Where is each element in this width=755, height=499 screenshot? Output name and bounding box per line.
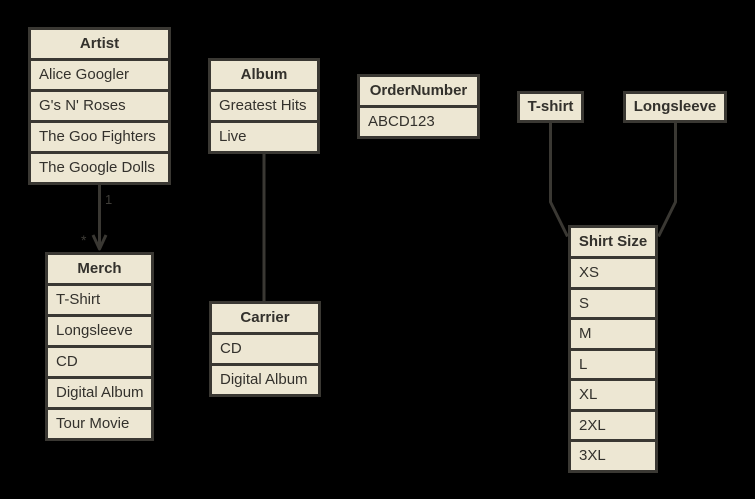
entity-ordernumber-title: OrderNumber [369, 82, 468, 99]
table-row: Alice Googler [31, 58, 168, 89]
entity-album-title: Album [240, 66, 288, 83]
table-row: XL [571, 378, 655, 409]
cardinality-label-one: 1 [105, 192, 112, 207]
node-tshirt-label: T-shirt [527, 98, 574, 115]
table-row: The Goo Fighters [31, 120, 168, 151]
entity-shirt-size-title: Shirt Size [578, 233, 648, 250]
entity-carrier: Carrier CD Digital Album [209, 301, 321, 397]
table-row: L [571, 347, 655, 379]
table-row: G's N' Roses [31, 89, 168, 120]
table-row: 3XL [571, 439, 655, 470]
entity-ordernumber: OrderNumber ABCD123 [357, 74, 480, 139]
table-row: CD [212, 332, 318, 363]
table-row: T-Shirt [48, 283, 151, 314]
table-row: Longsleeve [48, 314, 151, 345]
table-row: 2XL [571, 408, 655, 440]
table-row: Digital Album [212, 363, 318, 394]
table-row: The Google Dolls [31, 151, 168, 182]
entity-merch: Merch T-Shirt Longsleeve CD Digital Albu… [45, 252, 154, 441]
connector-tshirt-shirtsize [549, 123, 569, 238]
table-row: Tour Movie [48, 407, 151, 438]
node-longsleeve: Longsleeve [623, 91, 727, 123]
table-row: M [571, 317, 655, 348]
table-row: S [571, 286, 655, 318]
entity-carrier-title: Carrier [240, 309, 290, 326]
table-row: Digital Album [48, 376, 151, 407]
entity-merch-title: Merch [77, 260, 122, 277]
entity-album: Album Greatest Hits Live [208, 58, 320, 154]
connector-longsleeve-shirtsize [657, 123, 677, 238]
node-tshirt: T-shirt [517, 91, 584, 123]
table-row: Greatest Hits [211, 89, 317, 120]
entity-artist-title: Artist [79, 35, 120, 52]
table-row: XS [571, 256, 655, 287]
entity-artist: Artist Alice Googler G's N' Roses The Go… [28, 27, 171, 185]
node-longsleeve-label: Longsleeve [633, 98, 717, 115]
entity-shirt-size: Shirt Size XS S M L XL 2XL 3XL [568, 225, 658, 473]
arrowhead-down-icon [91, 234, 108, 251]
cardinality-label-many: * [81, 232, 87, 248]
table-row: Live [211, 120, 317, 151]
table-row: CD [48, 345, 151, 376]
table-row: ABCD123 [360, 105, 477, 136]
